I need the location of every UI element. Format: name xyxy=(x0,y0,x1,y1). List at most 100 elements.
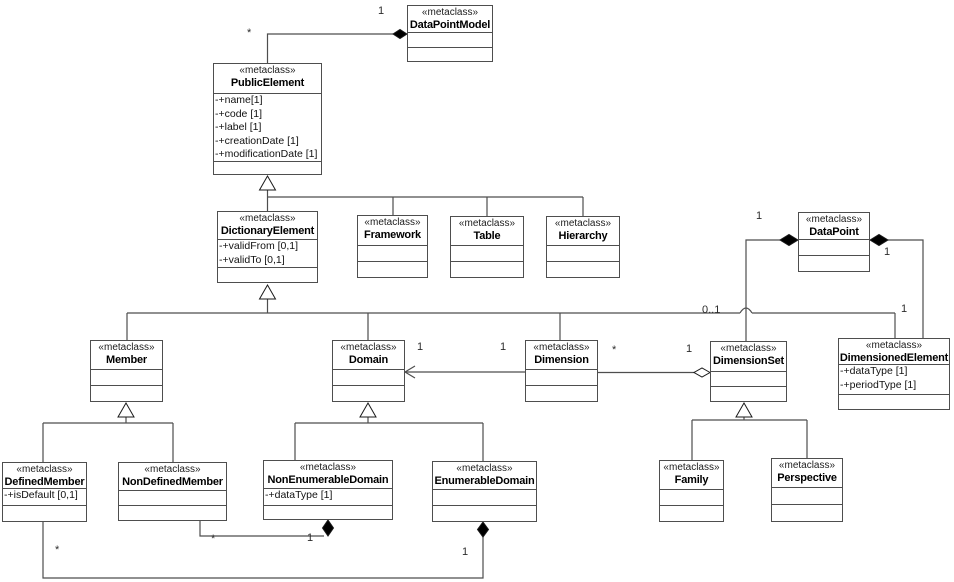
class-header: «metaclass» Member xyxy=(91,341,162,369)
class-name: Dimension xyxy=(534,354,589,366)
attributes-compartment xyxy=(660,489,723,505)
class-name: DimensionedElement xyxy=(839,352,949,364)
multiplicity-dimensionedelement-end: 1 xyxy=(901,303,908,315)
class-header: «metaclass» NonEnumerableDomain xyxy=(264,461,392,488)
class-header: «metaclass» EnumerableDomain xyxy=(433,462,536,489)
attribute: -+label [1] xyxy=(215,121,262,133)
multiplicity-nonenumerabledomain-end: 1 xyxy=(307,532,314,544)
class-header: «metaclass» DimensionSet xyxy=(711,342,786,371)
operations-compartment xyxy=(91,385,162,401)
class-header: «metaclass» DimensionedElement xyxy=(839,339,949,364)
stereotype-label: «metaclass» xyxy=(340,342,397,353)
attribute: -+modificationDate [1] xyxy=(215,148,318,160)
operations-compartment xyxy=(799,255,869,271)
stereotype-label: «metaclass» xyxy=(458,218,516,229)
attributes-compartment xyxy=(408,32,492,47)
multiplicity-dimension-domain-end: 1 xyxy=(500,341,507,353)
class-name: Member xyxy=(106,354,147,366)
generalization-triangle-dimensionset xyxy=(735,401,753,418)
stereotype-label: «metaclass» xyxy=(144,464,201,475)
multiplicity-datapoint-right-end: 1 xyxy=(884,246,891,258)
class-family[interactable]: «metaclass» Family xyxy=(659,460,724,522)
class-dimensionset[interactable]: «metaclass» DimensionSet xyxy=(710,341,787,402)
operations-compartment xyxy=(358,261,427,277)
class-name: NonDefinedMember xyxy=(122,476,223,488)
attributes-compartment xyxy=(91,369,162,385)
class-name: Table xyxy=(473,230,501,242)
class-name: Family xyxy=(674,474,709,486)
generalization-triangle-member xyxy=(117,401,135,418)
class-header: «metaclass» DictionaryElement xyxy=(218,212,317,239)
class-name: DictionaryElement xyxy=(220,225,315,237)
class-header: «metaclass» DataPointModel xyxy=(408,6,492,32)
class-perspective[interactable]: «metaclass» Perspective xyxy=(771,458,843,522)
class-header: «metaclass» DataPoint xyxy=(799,213,869,239)
class-member[interactable]: «metaclass» Member xyxy=(90,340,163,402)
generalization-bus-member xyxy=(42,417,174,462)
attribute: -+code [1] xyxy=(215,107,262,120)
class-table[interactable]: «metaclass» Table xyxy=(450,216,524,278)
multiplicity-domain-end: 1 xyxy=(417,341,424,353)
class-publicelement[interactable]: «metaclass» PublicElement -+name[1] -+co… xyxy=(213,63,322,175)
operations-compartment xyxy=(839,394,949,409)
multiplicity-nondefinedmember-end: * xyxy=(211,533,216,545)
attributes-compartment xyxy=(711,371,786,386)
generalization-triangle-dictionaryelement xyxy=(258,283,277,300)
multiplicity-dimensionset-agg-end: 1 xyxy=(686,343,693,355)
attribute: -+name[1] xyxy=(215,94,263,106)
class-datapointmodel[interactable]: «metaclass» DataPointModel xyxy=(407,5,493,62)
class-datapoint[interactable]: «metaclass» DataPoint xyxy=(798,212,870,272)
operations-compartment xyxy=(772,504,842,521)
class-definedmember[interactable]: «metaclass» DefinedMember -+isDefault [0… xyxy=(2,462,87,522)
class-framework[interactable]: «metaclass» Framework xyxy=(357,215,428,278)
open-arrowhead-domain xyxy=(403,365,416,379)
class-header: «metaclass» PublicElement xyxy=(214,64,321,93)
attributes-compartment xyxy=(547,245,619,261)
attribute: -+isDefault [0,1] xyxy=(4,489,78,501)
attributes-compartment xyxy=(772,487,842,504)
stereotype-label: «metaclass» xyxy=(456,463,513,474)
class-enumerabledomain[interactable]: «metaclass» EnumerableDomain xyxy=(432,461,537,522)
class-name: Domain xyxy=(348,354,389,366)
operations-compartment xyxy=(3,505,86,521)
class-header: «metaclass» Table xyxy=(451,217,523,245)
class-name: NonEnumerableDomain xyxy=(267,474,389,486)
stereotype-label: «metaclass» xyxy=(239,65,296,76)
class-name: DataPointModel xyxy=(409,19,491,31)
attribute: -+dataType [1] xyxy=(265,489,333,501)
composition-line-nonenumerabledomain-nondefinedmember xyxy=(199,521,324,537)
generalization-triangle-publicelement xyxy=(258,174,277,191)
stereotype-label: «metaclass» xyxy=(533,342,590,353)
attributes-compartment xyxy=(358,245,427,261)
class-hierarchy[interactable]: «metaclass» Hierarchy xyxy=(546,216,620,278)
class-dictionaryelement[interactable]: «metaclass» DictionaryElement -+validFro… xyxy=(217,211,318,283)
composition-line-datapoint-dimensionset xyxy=(745,239,780,341)
class-nonenumerabledomain[interactable]: «metaclass» NonEnumerableDomain -+dataTy… xyxy=(263,460,393,520)
class-domain[interactable]: «metaclass» Domain xyxy=(332,340,405,402)
attributes-compartment xyxy=(799,239,869,255)
multiplicity-datapoint-left-end: 1 xyxy=(756,210,763,222)
stereotype-label: «metaclass» xyxy=(720,343,777,354)
operations-compartment xyxy=(119,505,226,520)
class-dimensionedelement[interactable]: «metaclass» DimensionedElement -+dataTyp… xyxy=(838,338,950,410)
class-name: PublicElement xyxy=(230,77,305,89)
stereotype-label: «metaclass» xyxy=(663,462,720,473)
class-header: «metaclass» DefinedMember xyxy=(3,463,86,488)
attribute: -+validTo [0,1] xyxy=(219,253,285,266)
attribute: -+creationDate [1] xyxy=(215,134,299,147)
attributes-compartment xyxy=(451,245,523,261)
class-name: Framework xyxy=(364,229,421,241)
attributes-compartment xyxy=(333,369,404,385)
operations-compartment xyxy=(660,505,723,521)
class-dimension[interactable]: «metaclass» Dimension xyxy=(525,340,598,402)
class-nondefinedmember[interactable]: «metaclass» NonDefinedMember xyxy=(118,462,227,521)
operations-compartment xyxy=(711,386,786,401)
multiplicity-definedmember-end: * xyxy=(55,544,60,556)
class-header: «metaclass» Framework xyxy=(358,216,427,245)
operations-compartment xyxy=(451,261,523,277)
class-header: «metaclass» NonDefinedMember xyxy=(119,463,226,490)
attributes-compartment xyxy=(119,490,226,505)
composition-line-datapointmodel-publicelement xyxy=(266,33,393,63)
class-name: Hierarchy xyxy=(558,230,608,242)
